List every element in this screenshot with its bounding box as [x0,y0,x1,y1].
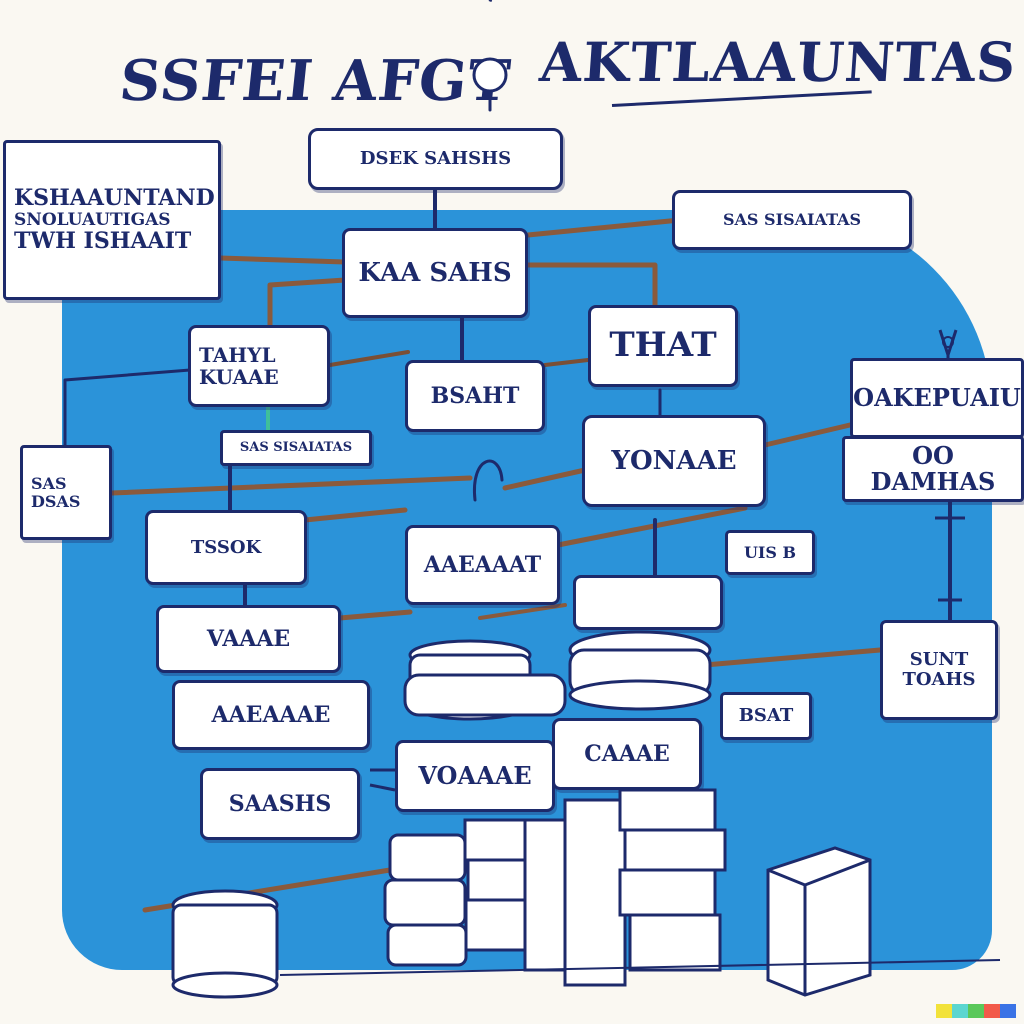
node-far-left-line-1: SAS [31,473,67,493]
wire [762,422,853,448]
node-vaaaa: VAAAE [156,605,341,673]
wire [302,507,408,523]
node-left-top: KSHAAUNTAND SNOLUAUTIGAS TWH ISHAAIT [3,140,221,300]
node-tier2-right: THAT [588,305,738,387]
node-top-box: DSEK SAHSHS [308,128,563,190]
palette-swatch [984,1004,1000,1018]
wire [267,277,348,333]
node-conn-right: SUNT TOAHS [880,620,998,720]
node-right-a: OAKEPUAIU [850,358,1024,438]
palette-swatch [952,1004,968,1018]
wire [217,255,348,265]
disk-stack-left-bottom [171,889,279,999]
wire [472,459,504,502]
node-small-right: UIS B [725,530,815,575]
wire [543,358,590,367]
wire [109,475,473,496]
node-lower-mid: VOAAAE [395,740,555,812]
node-tier2-left-line-1: TAHYL [199,343,276,367]
paper-stack-left [383,833,468,967]
node-tier2-left-line-2: KUAAE [199,365,279,389]
palette-swatch [968,1004,984,1018]
node-label-strip: SAS SISAIATAS [220,430,372,466]
node-left-top-line-3: TWH ISHAAIT [14,228,192,255]
node-yonaaa: YONAAE [582,415,766,507]
wire [525,262,658,323]
wire [555,505,748,548]
node-far-left: SAS DSAS [20,445,112,540]
node-left-top-line-2: SNOLUAUTIGAS [14,209,171,230]
node-lower-left-b: SAASHS [200,768,360,840]
node-mid-left: TSSOK [145,510,307,585]
node-far-left-line-2: DSAS [31,491,81,511]
disk-stack-right [568,630,712,711]
paper-stack-tall [523,788,727,987]
node-caaaa: CAAAE [552,718,702,790]
palette-swatch [1000,1004,1016,1018]
node-tier2-left: TAHYL KUAAE [188,325,330,407]
node-central-aaaaaa: AAEAAAT [405,525,560,605]
disk-stack-center [403,639,567,721]
node-hub: KAA SAHS [342,228,528,318]
node-right-b: OO DAMHAS [842,436,1024,502]
paper-stack-mid [463,818,530,952]
tower-server [766,846,872,997]
top-pin-circle [472,57,508,93]
node-lower-left-a: AAEAAAE [172,680,370,750]
node-small-right-b: BSAT [720,692,812,740]
wire [328,350,410,367]
node-rack-right [573,575,723,630]
node-right-top: SAS SISAIATAS [672,190,912,250]
palette-swatch [936,1004,952,1018]
wire [702,647,883,668]
color-palette-strip [936,1004,1016,1018]
wire [502,467,588,491]
wire [478,603,567,620]
wire [369,768,396,792]
node-left-top-line-1: KSHAAUNTAND [14,185,215,212]
node-conn-right-line-1: SUNT [909,649,969,671]
node-conn-right-line-2: TOAHS [902,669,976,690]
wire [337,609,413,621]
node-tier2-mid: BSAHT [405,360,545,432]
wire [525,217,683,238]
